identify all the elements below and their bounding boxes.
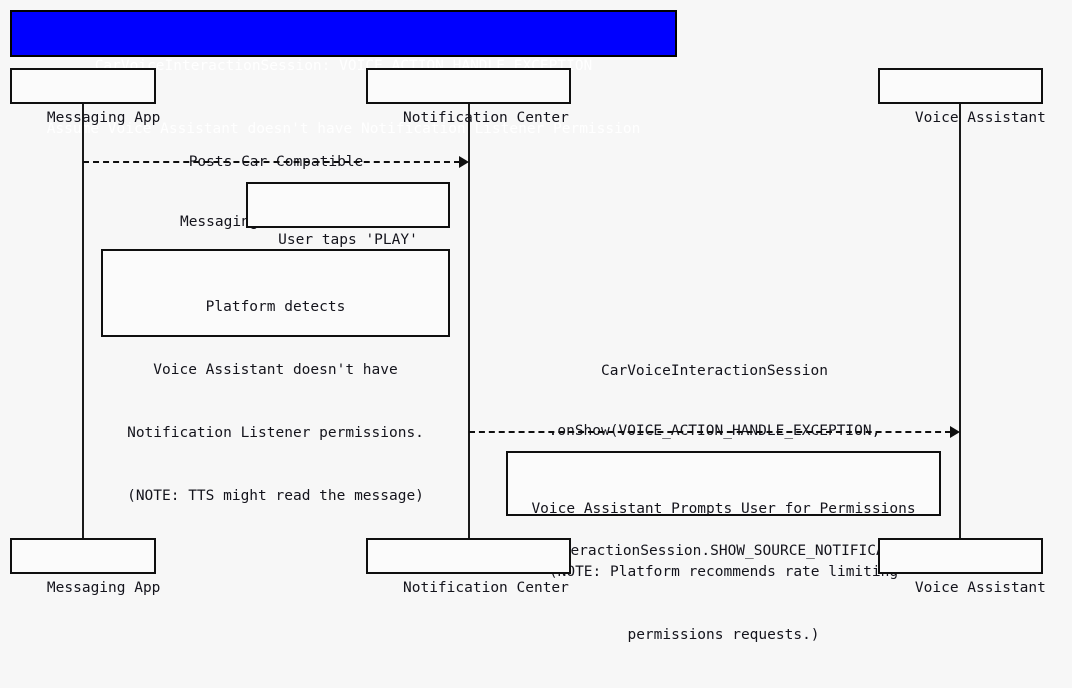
- note-prompts-permissions-line-2: (NOTE: Platform recommends rate limiting: [548, 564, 899, 580]
- note-platform-detects-line-1: Platform detects: [205, 299, 346, 315]
- lifeline-voice-assistant: [959, 104, 961, 538]
- note-prompts-permissions: Voice Assistant Prompts User for Permiss…: [506, 451, 941, 643]
- participant-box-top-notification-center[interactable]: Notification Center: [366, 68, 571, 126]
- message-label-on-show-line-4: VoiceInteractionSession.SHOW_SOURCE_NOTI…: [500, 543, 929, 559]
- message-label-on-show-line-1: CarVoiceInteractionSession: [601, 363, 828, 379]
- participant-label-bottom-voice-assistant: Voice Assistant: [914, 580, 1046, 596]
- participant-box-top-voice-assistant[interactable]: Voice Assistant: [878, 68, 1046, 126]
- participant-label-voice-assistant: Voice Assistant: [914, 110, 1046, 126]
- sequence-diagram-canvas: CarVoiceInteractionSession: VOICE_ACTION…: [10, 10, 1046, 643]
- message-arrow-post-notification: [83, 161, 460, 163]
- message-arrowhead-on-show: [950, 426, 960, 438]
- note-platform-detects: Platform detects Voice Assistant doesn't…: [101, 249, 450, 504]
- participant-box-bottom-messaging-app[interactable]: Messaging App: [10, 538, 160, 596]
- message-arrowhead-post-notification: [459, 156, 469, 168]
- note-platform-detects-line-3: Notification Listener permissions.: [127, 425, 424, 441]
- note-prompts-permissions-line-1: Voice Assistant Prompts User for Permiss…: [531, 501, 916, 517]
- participant-box-bottom-voice-assistant[interactable]: Voice Assistant: [878, 538, 1046, 596]
- note-prompts-permissions-line-3: permissions requests.): [627, 627, 820, 643]
- message-arrow-on-show: [469, 431, 951, 433]
- participant-label-bottom-messaging-app: Messaging App: [46, 580, 161, 596]
- note-platform-detects-line-2: Voice Assistant doesn't have: [153, 362, 398, 378]
- lifeline-notification-center: [468, 104, 470, 538]
- participant-box-bottom-notification-center[interactable]: Notification Center: [366, 538, 571, 596]
- note-user-taps-play: User taps 'PLAY' on Msg Notification: [246, 182, 450, 311]
- note-platform-detects-line-4: (NOTE: TTS might read the message): [127, 488, 424, 504]
- diagram-title-banner: CarVoiceInteractionSession: VOICE_ACTION…: [10, 10, 677, 137]
- participant-box-top-messaging-app[interactable]: Messaging App: [10, 68, 160, 126]
- diagram-title-line-2: Assume Voice Assistant doesn't have Noti…: [46, 121, 641, 137]
- participant-label-notification-center: Notification Center: [403, 110, 569, 126]
- lifeline-messaging-app: [82, 104, 84, 538]
- participant-label-messaging-app: Messaging App: [46, 110, 161, 126]
- participant-label-bottom-notification-center: Notification Center: [403, 580, 569, 596]
- note-user-taps-play-line-1: User taps 'PLAY': [278, 232, 418, 248]
